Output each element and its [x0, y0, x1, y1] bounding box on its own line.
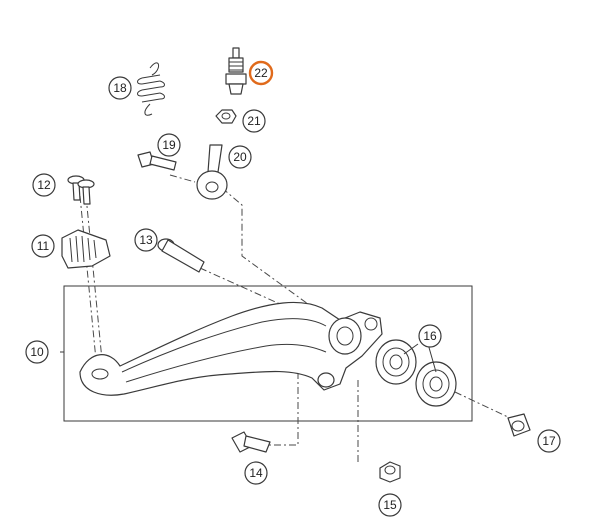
callout-21: 21 — [242, 109, 266, 133]
assembly-frame — [63, 285, 473, 422]
spring-part-18 — [137, 62, 165, 116]
callout-20: 20 — [228, 145, 252, 169]
svg-text:15: 15 — [383, 498, 397, 512]
svg-text:10: 10 — [30, 345, 44, 359]
callout-12: 12 — [32, 173, 56, 197]
svg-text:19: 19 — [162, 138, 176, 152]
svg-text:18: 18 — [113, 81, 127, 95]
callout-17: 17 — [537, 429, 561, 453]
callout-11: 11 — [31, 234, 55, 258]
svg-text:22: 22 — [254, 66, 268, 80]
callout-leaders — [60, 343, 437, 373]
callout-15: 15 — [378, 493, 402, 517]
svg-text:13: 13 — [139, 233, 153, 247]
svg-text:14: 14 — [249, 466, 263, 480]
brake-pedal-part-10 — [79, 301, 383, 396]
callout-18: 18 — [108, 76, 132, 100]
pin-part-12 — [67, 175, 95, 205]
svg-text:20: 20 — [233, 150, 247, 164]
callout-16: 16 — [418, 324, 442, 348]
callout-19: 19 — [157, 133, 181, 157]
svg-text:11: 11 — [37, 239, 50, 253]
callout-14: 14 — [244, 461, 268, 485]
svg-text:21: 21 — [247, 114, 261, 128]
switch-part-22 — [225, 47, 247, 95]
callout-13: 13 — [134, 228, 158, 252]
foot-pad-part-11 — [61, 229, 111, 269]
svg-text:17: 17 — [542, 434, 556, 448]
assembly-axis-lines — [79, 174, 511, 462]
callout-10: 10 — [25, 340, 49, 364]
pivot-bolt-part-13 — [157, 238, 205, 273]
svg-text:16: 16 — [423, 329, 437, 343]
svg-text:12: 12 — [37, 178, 51, 192]
bolt-part-14 — [231, 431, 271, 453]
bearing-part-16 — [375, 339, 457, 407]
nut-part-15 — [379, 461, 401, 483]
bolt-part-19 — [137, 151, 177, 171]
bushing-part-17 — [507, 413, 531, 437]
nut-part-21 — [215, 109, 237, 124]
rod-end-part-20 — [196, 144, 228, 200]
callout-22: 22 — [248, 60, 274, 86]
